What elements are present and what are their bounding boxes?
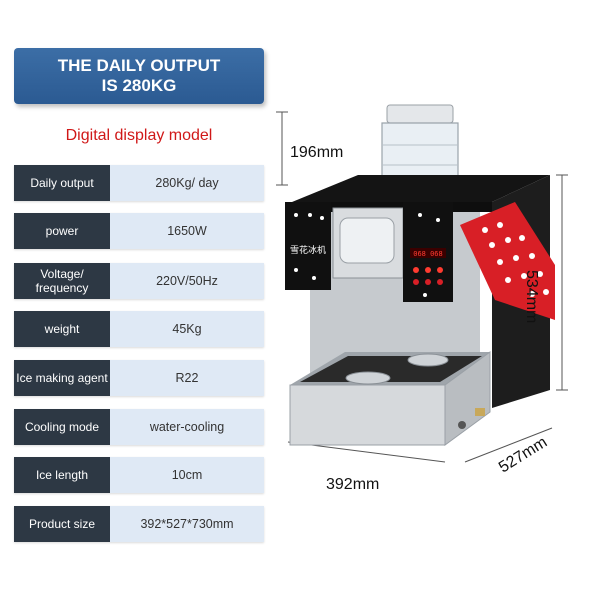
ice-machine-illustration: 雪花冰机 068 068 xyxy=(276,104,568,463)
spec-value: 220V/50Hz xyxy=(110,263,264,299)
spec-value: 392*527*730mm xyxy=(110,506,264,542)
spec-label: Cooling mode xyxy=(14,409,110,445)
spec-label: Ice length xyxy=(14,457,110,493)
spec-label: weight xyxy=(14,311,110,347)
machine-base xyxy=(289,384,446,446)
dimension-line-depth xyxy=(464,427,553,463)
spec-row-ice-length: Ice length 10cm xyxy=(14,457,264,493)
spec-row-voltage: Voltage/ frequency 220V/50Hz xyxy=(14,263,264,299)
digital-display xyxy=(410,248,446,258)
spec-value: 45Kg xyxy=(110,311,264,347)
spec-value: water-cooling xyxy=(110,409,264,445)
spec-label: Voltage/ frequency xyxy=(14,263,110,299)
spec-label: power xyxy=(14,213,110,249)
daily-output-banner: THE DAILY OUTPUT IS 280KG xyxy=(14,48,264,104)
spec-label: Daily output xyxy=(14,165,110,201)
bottle-cap xyxy=(386,104,454,124)
spec-value: 280Kg/ day xyxy=(110,165,264,201)
drain-valve xyxy=(458,421,466,429)
display-readout: 068 068 xyxy=(413,250,443,258)
banner-line-2: IS 280KG xyxy=(101,76,177,95)
spec-row-daily-output: Daily output 280Kg/ day xyxy=(14,165,264,201)
spec-value: 10cm xyxy=(110,457,264,493)
spec-row-power: power 1650W xyxy=(14,213,264,249)
spec-row-cooling-mode: Cooling mode water-cooling xyxy=(14,409,264,445)
banner-line-1: THE DAILY OUTPUT xyxy=(57,56,221,75)
dimension-height-label: 534mm xyxy=(523,270,540,324)
spec-value: R22 xyxy=(110,360,264,396)
spec-label: Ice making agent xyxy=(14,360,110,396)
spec-row-product-size: Product size 392*527*730mm xyxy=(14,506,264,542)
model-subtitle: Digital display model xyxy=(65,127,213,144)
spec-value: 1650W xyxy=(110,213,264,249)
spec-label: Product size xyxy=(14,506,110,542)
dimension-width-label: 392mm xyxy=(326,476,380,493)
brand-label: 雪花冰机 xyxy=(290,244,326,256)
dimension-top-label: 196mm xyxy=(290,144,344,161)
spec-row-weight: weight 45Kg xyxy=(14,311,264,347)
spec-row-ice-making-agent: Ice making agent R22 xyxy=(14,360,264,396)
top-frame xyxy=(292,175,550,202)
